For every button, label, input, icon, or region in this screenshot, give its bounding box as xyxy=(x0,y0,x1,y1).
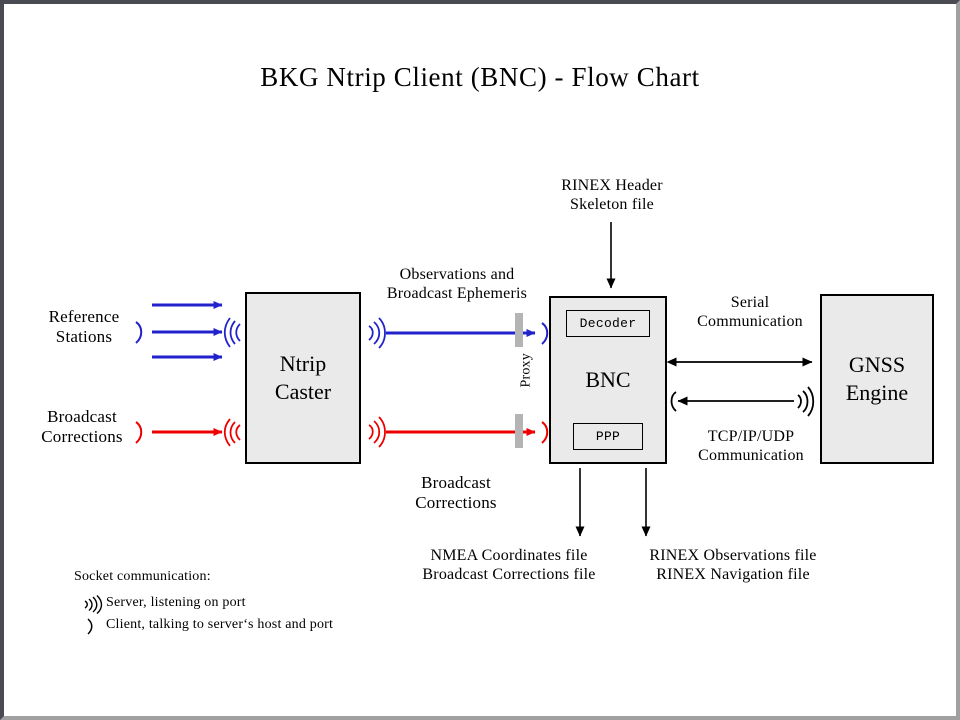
server-antenna-caster-in-blue-icon xyxy=(223,317,241,348)
node-ntrip-caster[interactable]: Ntrip Caster xyxy=(245,292,361,464)
label-rinex-header-skeleton-line1: RINEX Header xyxy=(561,177,663,194)
label-reference-stations-line2: Stations xyxy=(55,327,113,347)
label-serial-communication-line2: Communication xyxy=(697,312,803,330)
proxy-bar-top xyxy=(515,313,523,347)
reference-station-arrows xyxy=(152,301,223,361)
server-antenna-caster-out-blue-icon xyxy=(368,317,386,349)
gnss-engine-line2: Engine xyxy=(845,380,909,405)
legend-server-text: Server, listening on port xyxy=(106,595,246,611)
label-nmea-coordinates-file: NMEA Coordinates file xyxy=(430,547,588,564)
node-bnc[interactable]: Decoder BNC PPP xyxy=(549,296,667,464)
label-broadcast-corrections-source-line1: Broadcast xyxy=(47,407,117,426)
label-broadcast-corrections-source: Broadcast Corrections xyxy=(22,407,142,447)
legend: Socket communication: Server, listening … xyxy=(74,569,414,637)
label-observations-ephemeris-line2: Broadcast Ephemeris xyxy=(386,284,528,302)
label-tcpip-communication-line1: TCP/IP/UDP xyxy=(707,428,795,445)
gnss-engine-line1: GNSS xyxy=(848,352,906,378)
client-paren-icon xyxy=(74,616,106,636)
label-rinex-navigation-file: RINEX Navigation file xyxy=(656,565,810,583)
page-title: BKG Ntrip Client (BNC) - Flow Chart xyxy=(260,62,700,92)
client-paren-bnc-obs-icon xyxy=(541,322,549,345)
label-nmea-output-files: NMEA Coordinates file Broadcast Correcti… xyxy=(404,547,614,585)
server-antenna-caster-in-red-icon xyxy=(223,418,241,447)
server-antenna-icon xyxy=(74,594,106,614)
label-broadcast-corrections-stream-line2: Corrections xyxy=(415,493,497,513)
label-broadcast-corrections-source-line2: Corrections xyxy=(41,427,123,447)
bnc-decoder-module[interactable]: Decoder xyxy=(566,310,650,337)
label-serial-communication: Serial Communication xyxy=(676,294,824,332)
server-antenna-gnss-icon xyxy=(797,386,815,417)
proxy-bar-bottom xyxy=(515,414,523,448)
legend-item-server: Server, listening on port xyxy=(74,593,414,615)
label-rinex-header-skeleton-line2: Skeleton file xyxy=(570,195,654,213)
label-tcpip-communication: TCP/IP/UDP Communication xyxy=(676,428,826,466)
bnc-ppp-module[interactable]: PPP xyxy=(573,423,643,450)
proxy-label: Proxy xyxy=(518,353,534,388)
legend-client-text: Client, talking to server‘s host and por… xyxy=(106,617,334,633)
bnc-title: BNC xyxy=(585,367,631,393)
node-gnss-engine[interactable]: GNSS Engine xyxy=(820,294,934,464)
label-serial-communication-line1: Serial xyxy=(730,294,770,311)
label-observations-ephemeris-line1: Observations and xyxy=(399,266,515,283)
ntrip-caster-line2: Caster xyxy=(274,379,332,404)
legend-title: Socket communication: xyxy=(74,569,211,584)
label-rinex-header-skeleton: RINEX Header Skeleton file xyxy=(528,177,696,215)
client-paren-reference-icon xyxy=(135,321,143,344)
label-tcpip-communication-line2: Communication xyxy=(698,446,804,464)
server-antenna-caster-out-red-icon xyxy=(368,416,386,448)
label-reference-stations-line1: Reference xyxy=(48,307,120,326)
client-paren-bnc-tcpip-icon xyxy=(670,391,677,412)
client-paren-broadcast-icon xyxy=(135,421,143,444)
label-rinex-observations-file: RINEX Observations file xyxy=(649,547,817,564)
ntrip-caster-line1: Ntrip xyxy=(279,351,327,377)
label-broadcast-corrections-stream-line1: Broadcast xyxy=(421,473,491,492)
diagram-canvas: BKG Ntrip Client (BNC) - Flow Chart xyxy=(4,4,956,716)
connector-layer xyxy=(135,222,815,537)
label-rinex-output-files: RINEX Observations file RINEX Navigation… xyxy=(628,547,838,585)
label-broadcast-corrections-stream: Broadcast Corrections xyxy=(386,473,526,513)
label-observations-ephemeris: Observations and Broadcast Ephemeris xyxy=(366,266,548,304)
label-broadcast-corrections-file: Broadcast Corrections file xyxy=(422,565,596,583)
label-reference-stations: Reference Stations xyxy=(28,307,140,347)
legend-item-client: Client, talking to server‘s host and por… xyxy=(74,615,414,637)
client-paren-bnc-corr-icon xyxy=(541,421,549,444)
